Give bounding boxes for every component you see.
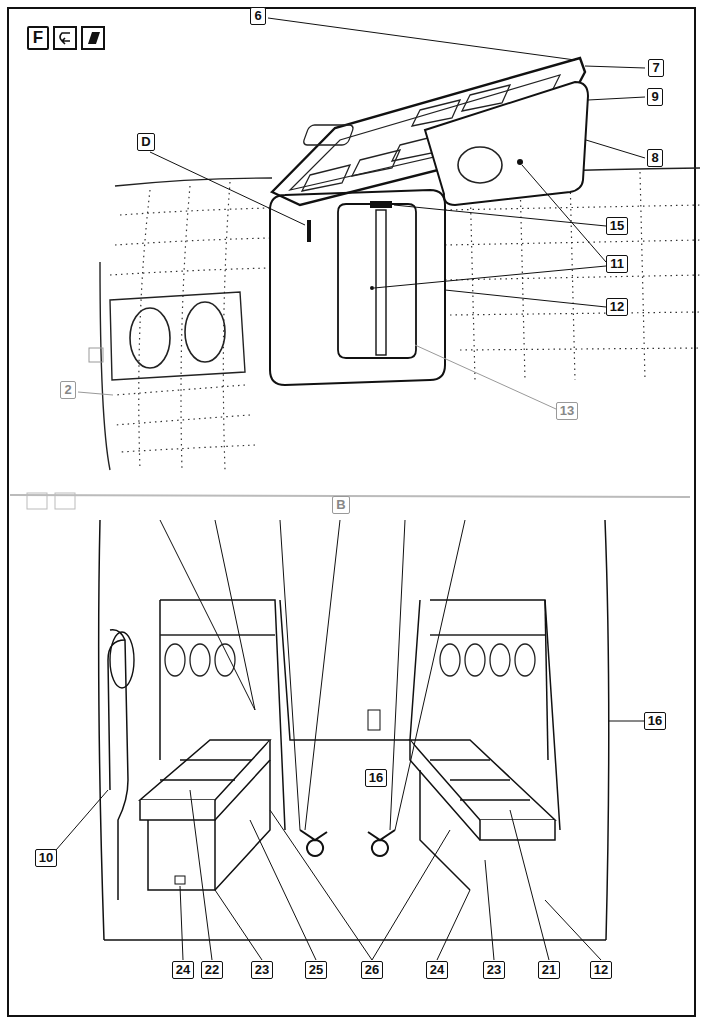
callout-number: 12 — [590, 961, 612, 979]
callout-number: 26 — [361, 961, 383, 979]
callout-number: 10 — [35, 849, 57, 867]
callout-number: D — [137, 133, 154, 151]
callout-number: 21 — [538, 961, 560, 979]
callout-number: 23 — [251, 961, 273, 979]
callout-number: 9 — [647, 88, 662, 106]
callout-number: 16 — [365, 769, 387, 787]
callout-number: 23 — [483, 961, 505, 979]
callout-number: F — [27, 26, 49, 50]
callout-number: 11 — [606, 255, 628, 273]
callout-number: B — [332, 496, 349, 514]
callout-number: 8 — [647, 149, 662, 167]
callout-number: 15 — [606, 217, 628, 235]
callout-number: 2 — [60, 381, 75, 399]
callout-number: 24 — [426, 961, 448, 979]
callout-number: 7 — [648, 59, 663, 77]
callout-number: 6 — [250, 7, 265, 25]
callout-number: 12 — [606, 298, 628, 316]
callout-number: 16 — [644, 712, 666, 730]
callout-number: 25 — [305, 961, 327, 979]
callout-number: 22 — [201, 961, 223, 979]
callout-number: 24 — [172, 961, 194, 979]
callout-number: 13 — [556, 402, 578, 420]
